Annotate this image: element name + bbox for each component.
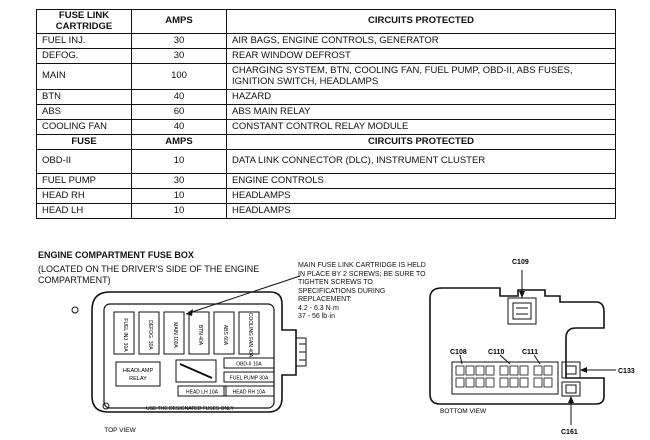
top-view-outline [91,291,297,413]
connector-pin [485,365,495,376]
cartridge-label: BTN 40A [197,325,203,346]
connector-pin [465,377,475,388]
relay-label-1: HEADLAMP [123,368,154,374]
connector-pin [533,377,543,388]
connector-pin [499,365,509,376]
cell-name: OBD-II [36,149,132,174]
top-view-label: TOP VIEW [104,427,136,434]
fuse-link-cartridge [238,311,260,355]
fuse-group: OBD-II 10A FUEL PUMP 30A HEAD LH 10A HEAD R… [177,357,275,397]
fuse-label: HEAD LH 10A [186,390,219,396]
connector-pin [543,365,553,376]
fuse-slot [177,385,227,397]
fuse-link-cartridge [188,311,210,355]
connector-pin [455,365,465,376]
diagram-subtitle: (LOCATED ON THE DRIVER'S SIDE OF THE ENG… [38,264,260,285]
cartridge-group: FUEL INJ. 30A DEFOG. 30A MAIN 100A BTN 40A A… [113,311,260,358]
connector-pin [509,365,519,376]
connector-pin [509,377,519,388]
connector-pin [543,377,553,388]
fuse-label: OBD-II 10A [236,362,262,368]
cell-circuits: HEADLAMPS [226,203,616,219]
cartridge-label: MAIN 100A [172,322,178,348]
connector-label-c111: C111 [522,349,538,356]
use-note: USE THE DESIGNATED FUSES ONLY [146,406,234,412]
fuse-slot [223,357,275,369]
connector-label-c108: C108 [450,349,467,356]
cell-amps: 100 [131,63,227,90]
fuse-link-cartridge [213,311,235,355]
connector-label-c109: C109 [512,259,529,266]
note-text: MAIN FUSE LINK CARTRIDGE IS HELD IN PLAC… [298,262,426,303]
connector-pin [519,365,529,376]
fuse-link-cartridge [113,311,135,355]
connector-bank [455,365,553,388]
fuse-link-cartridge [163,311,185,355]
fuse-slot [223,385,275,397]
cell-circuits: CHARGING SYSTEM, BTN, COOLING FAN, FUEL … [226,63,616,90]
cartridge-label: ABS 60A [222,325,228,346]
relay-label-2: RELAY [129,376,147,382]
fuse-link-cartridge [138,311,160,355]
connector-pin [485,377,495,388]
connector-pin [475,365,485,376]
cartridge-label: COOLING FAN 40A [247,313,253,358]
connector-label-c161: C161 [561,429,578,436]
torque-nm: 4.2 - 6.3 N·m [298,304,339,312]
inner-panel-outline [103,303,275,409]
connector-pin [533,365,543,376]
headlamp-relay [115,361,161,387]
fuse-label: HEAD RH 10A [233,390,266,396]
bottom-view-label: BOTTOM VIEW [440,408,487,415]
connector-pin [475,377,485,388]
connector-pin [465,365,475,376]
cartridge-label: FUEL INJ. 30A [122,318,128,352]
fuse-slot [223,371,275,383]
connector-pin [519,377,529,388]
connector-pin [499,377,509,388]
section1-header-0: FUSE LINK CARTRIDGE [36,9,132,34]
mount-hole [102,402,110,410]
connector-pin [455,377,465,388]
cell-circuits: DATA LINK CONNECTOR (DLC), INSTRUMENT CL… [226,149,616,174]
bottom-view-outline [429,287,605,405]
cartridge-note: MAIN FUSE LINK CARTRIDGE IS HELD IN PLAC… [298,262,430,322]
connector-label-c133: C133 [618,368,635,375]
connector-label-c110: C110 [488,349,504,356]
cell-amps: 10 [131,149,227,174]
cartridge-label: DEFOG. 30A [147,320,153,350]
diagram-title: ENGINE COMPARTMENT FUSE BOX [38,250,194,260]
torque-lb: 37 - 56 lb·in [298,313,335,320]
cell-name: MAIN [36,63,132,90]
section1-header-2: CIRCUITS PROTECTED [226,9,616,34]
fuse-label: FUEL PUMP 30A [230,376,269,382]
mount-hole [71,306,79,314]
